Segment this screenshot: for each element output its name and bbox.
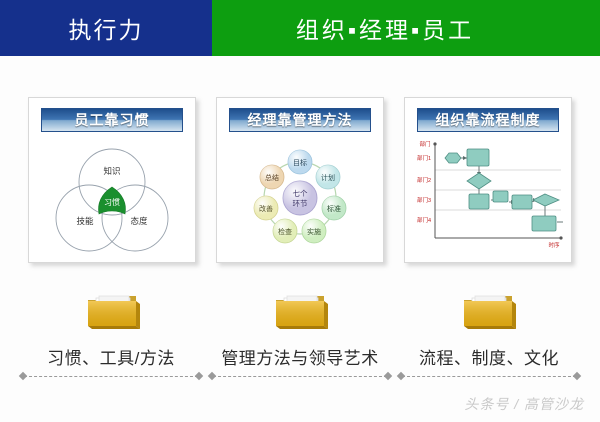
cycle-node-0: 目标 xyxy=(287,149,313,175)
cycle-node-4: 检查 xyxy=(272,218,298,244)
caption-rule-dot-right xyxy=(383,371,393,381)
watermark: 头条号 / 高管沙龙 xyxy=(464,396,584,412)
panel-title-text-2: 经理靠管理方法 xyxy=(247,112,353,128)
flow-lane-label-2: 部门3 xyxy=(417,196,431,204)
caption-cell-1: 习惯、工具/方法 xyxy=(18,344,204,386)
cycle-node-label-6: 总结 xyxy=(265,173,279,182)
caption-text-2: 管理方法与领导艺术 xyxy=(221,349,379,368)
flow-node-rect-1 xyxy=(466,148,490,167)
cycle-node-label-0: 目标 xyxy=(293,158,307,167)
captions-row: 习惯、工具/方法 管理方法与领导艺术 流程、制度、文化 xyxy=(0,344,600,386)
venn-label-right: 态度 xyxy=(130,216,148,226)
folder-icon xyxy=(464,295,516,329)
panels-row: 员工靠习惯 知识 技能 态度 习惯 经理靠管理方法 xyxy=(0,97,600,272)
caption-text-3: 流程、制度、文化 xyxy=(419,349,559,368)
flowchart-diagram: 部门 时序 部门1 部门2 部门3 部门4 xyxy=(413,136,563,260)
folder-icon xyxy=(88,295,140,329)
cycle-node-6: 总结 xyxy=(259,164,285,190)
flow-node-rect-5 xyxy=(531,215,557,232)
flow-lane-label-0: 部门1 xyxy=(417,154,431,162)
caption-cell-3: 流程、制度、文化 xyxy=(396,344,582,386)
header-left-label: 执行力 xyxy=(68,17,144,43)
caption-rule-line xyxy=(213,376,387,377)
flow-node-diamond-1 xyxy=(466,172,492,190)
caption-rule-1 xyxy=(18,371,204,381)
caption-rule-2 xyxy=(207,371,393,381)
cycle-node-5: 改善 xyxy=(253,195,279,221)
cycle-diagram: 目标 计划 标准 实施 xyxy=(225,136,375,260)
cycle-node-label-2: 标准 xyxy=(327,204,341,213)
cycle-node-2: 标准 xyxy=(321,195,347,221)
flow-lane-label-1: 部门2 xyxy=(417,176,431,184)
venn-center-shape xyxy=(98,186,126,215)
venn-label-top: 知识 xyxy=(103,166,120,176)
folder-icon xyxy=(276,295,328,329)
panel-title-text-1: 员工靠习惯 xyxy=(74,112,150,128)
caption-rule-line xyxy=(402,376,576,377)
flow-node-rect-2 xyxy=(468,193,490,210)
folder-cell-3 xyxy=(404,280,572,342)
venn-diagram: 知识 技能 态度 习惯 xyxy=(37,136,187,260)
cycle-node-label-5: 改善 xyxy=(259,204,273,213)
panel-employee-habits: 员工靠习惯 知识 技能 态度 习惯 xyxy=(28,97,196,263)
panel-title-text-3: 组织靠流程制度 xyxy=(435,112,541,128)
panel-title-bar-1: 员工靠习惯 xyxy=(41,108,183,132)
cycle-node-label-1: 计划 xyxy=(321,173,335,182)
flow-x-axis-label: 时序 xyxy=(548,241,560,249)
cycle-node-label-3: 实施 xyxy=(307,227,321,236)
flow-node-diamond-2 xyxy=(532,193,561,207)
cycle-node-1: 计划 xyxy=(315,164,341,190)
flow-y-axis-label: 部门 xyxy=(419,140,430,148)
flow-lane-label-3: 部门4 xyxy=(417,216,431,224)
venn-label-left: 技能 xyxy=(76,216,94,226)
cycle-center: 七个 环节 xyxy=(282,180,318,216)
panel-title-bar-3: 组织靠流程制度 xyxy=(417,108,559,132)
caption-rule-line xyxy=(24,376,198,377)
panel-title-bar-2: 经理靠管理方法 xyxy=(229,108,371,132)
caption-rule-dot-right xyxy=(194,371,204,381)
caption-text-1: 习惯、工具/方法 xyxy=(47,349,175,368)
header-right-green: 组织▪经理▪员工 xyxy=(212,0,600,56)
caption-rule-dot-right xyxy=(572,371,582,381)
caption-cell-2: 管理方法与领导艺术 xyxy=(207,344,393,386)
caption-rule-3 xyxy=(396,371,582,381)
cycle-center-label-2: 环节 xyxy=(293,199,308,208)
flow-node-hex-start xyxy=(444,152,462,164)
panel-manager-methods: 经理靠管理方法 目标 xyxy=(216,97,384,263)
folder-cell-2 xyxy=(216,280,384,342)
folder-cell-1 xyxy=(28,280,196,342)
flow-node-rect-4 xyxy=(511,194,533,210)
header-band: 执行力 组织▪经理▪员工 xyxy=(0,0,600,56)
header-right-label: 组织▪经理▪员工 xyxy=(295,17,475,43)
header-left-blue: 执行力 xyxy=(0,0,212,56)
panel-org-process: 组织靠流程制度 部门 时序 部门1 xyxy=(404,97,572,263)
venn-label-center: 习惯 xyxy=(104,197,120,207)
flow-node-rect-3 xyxy=(492,190,509,203)
cycle-node-3: 实施 xyxy=(301,218,327,244)
cycle-center-label-1: 七个 xyxy=(293,189,308,198)
folders-row xyxy=(0,280,600,342)
cycle-node-label-4: 检查 xyxy=(278,227,292,236)
